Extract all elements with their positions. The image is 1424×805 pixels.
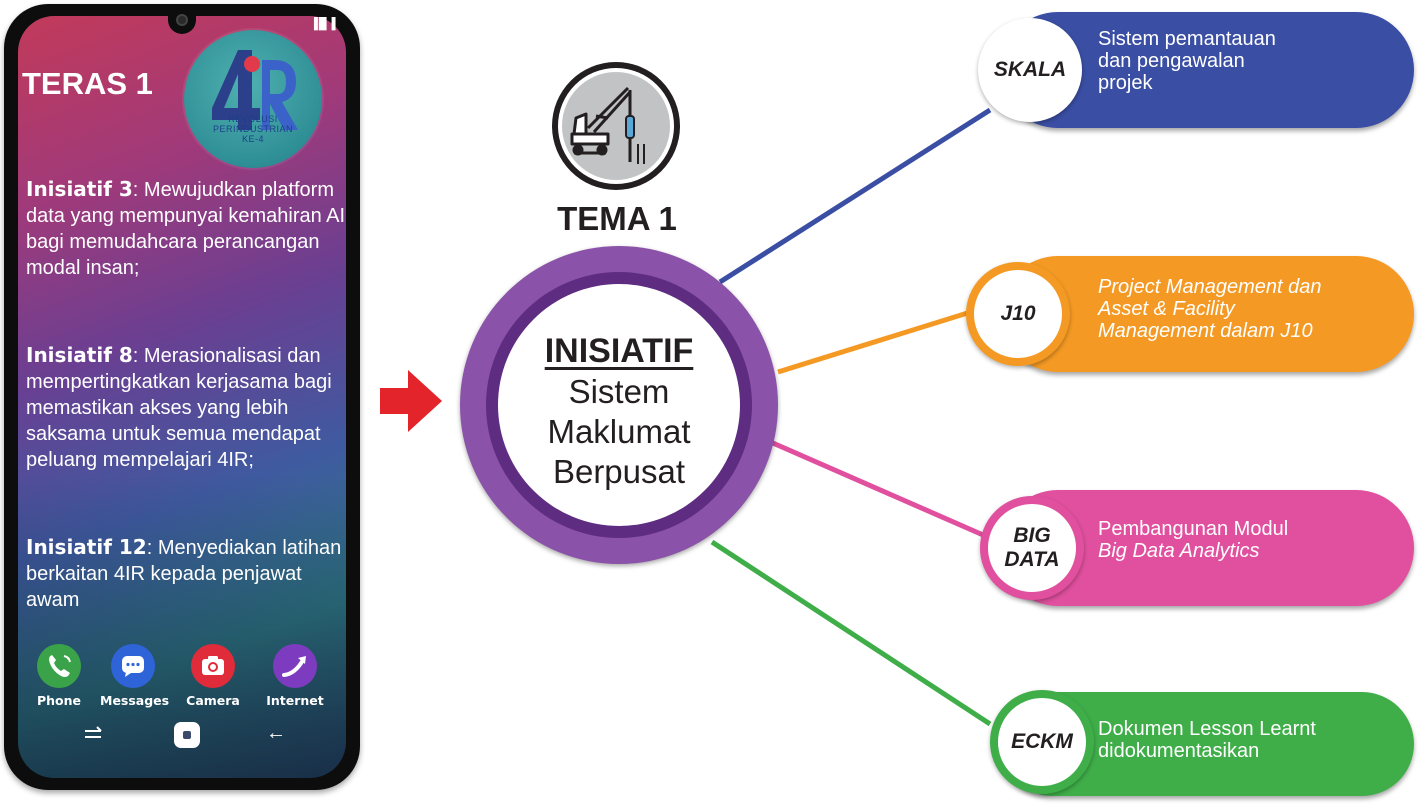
4ir-logo-mark <box>212 50 298 130</box>
label-skala: SKALA <box>993 58 1067 81</box>
initiative-3: Inisiatif 3: Mewujudkan platform data ya… <box>26 177 346 279</box>
center-node-inner <box>498 284 740 526</box>
right-arrow-icon <box>380 370 442 432</box>
label-eckm: ECKM <box>1011 730 1073 753</box>
bubble-skala <box>978 18 1082 122</box>
connector-j10 <box>777 303 991 375</box>
phone-icon[interactable] <box>37 644 81 688</box>
bubble-eckm <box>990 690 1094 794</box>
messages-icon[interactable] <box>111 644 155 688</box>
signal-icon: ▐█ ▌ <box>310 18 341 30</box>
tema-title: TEMA 1 <box>557 200 677 237</box>
label-j10: J10 <box>1000 302 1036 325</box>
app-internet[interactable]: Internet <box>262 644 328 708</box>
recent-apps-icon[interactable] <box>82 722 104 750</box>
4ir-logo <box>184 30 322 168</box>
back-icon[interactable]: ← <box>266 722 286 744</box>
label-bigdata: BIG DATA <box>1004 524 1060 571</box>
4ir-logo-caption: REVOLUSI PERINDUSTRIAN KE-4 <box>212 114 293 144</box>
teras-heading: TERAS 1 <box>22 66 153 101</box>
initiative-8: Inisiatif 8: Merasionalisasi dan mempert… <box>26 343 332 471</box>
center-node-title: INISIATIF <box>544 332 694 370</box>
desc-skala: Sistem pemantauan dan pengawalan projek <box>1098 28 1276 94</box>
app-phone[interactable]: Phone <box>26 644 92 708</box>
initiative-12: Inisiatif 12: Menyediakan latihan berkai… <box>26 535 342 611</box>
app-messages[interactable]: Messages <box>100 644 169 708</box>
camera-icon[interactable] <box>191 644 235 688</box>
front-camera-icon <box>176 14 188 26</box>
home-button[interactable] <box>174 722 200 748</box>
crane-construction-icon <box>552 62 680 190</box>
center-node-subtitle: Sistem Maklumat Berpusat <box>547 373 691 490</box>
app-camera[interactable]: Camera <box>180 644 246 708</box>
bubble-bigdata <box>980 496 1084 600</box>
bubble-j10 <box>966 262 1070 366</box>
connector-eckm <box>710 539 992 727</box>
internet-icon[interactable] <box>273 644 317 688</box>
desc-eckm: Dokumen Lesson Learnt didokumentasikan <box>1098 718 1316 762</box>
desc-j10: Project Management dan Asset & Facility … <box>1098 276 1322 342</box>
desc-bigdata: Pembangunan Modul Big Data Analytics <box>1098 518 1289 562</box>
home-icon <box>183 731 191 739</box>
connector-bigdata <box>764 437 992 541</box>
connector-skala <box>718 107 992 285</box>
